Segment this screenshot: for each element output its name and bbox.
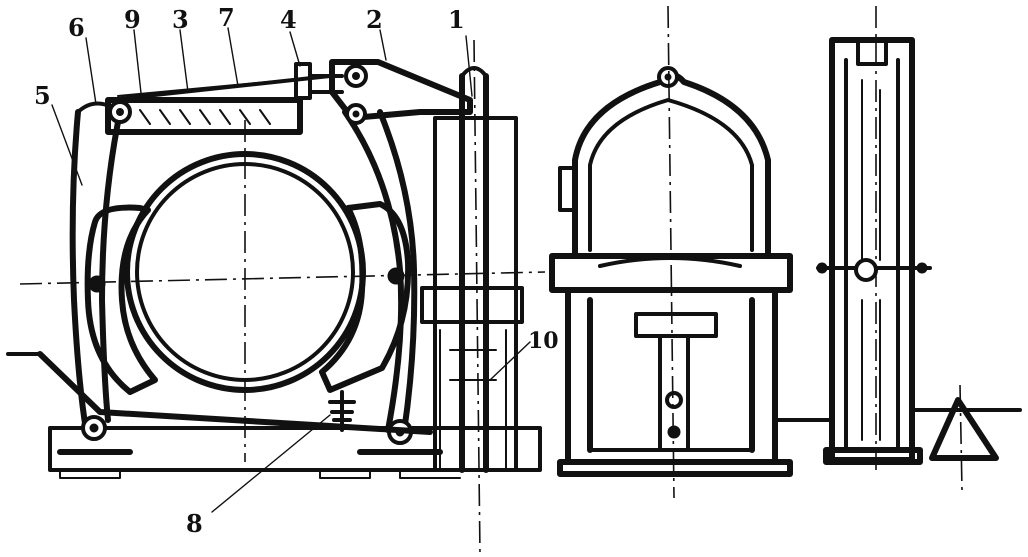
side-base-foot xyxy=(557,459,793,477)
end-inner-plates xyxy=(844,58,900,452)
leader-1 xyxy=(465,35,473,97)
label-6: 6 xyxy=(68,13,85,42)
label-9: 9 xyxy=(124,5,141,34)
end-right-nut xyxy=(916,262,928,274)
horizontal-centerline xyxy=(19,271,546,285)
label-10: 10 xyxy=(528,328,559,354)
side-arc xyxy=(598,256,742,268)
side-frame-inner xyxy=(588,98,754,252)
leader-2 xyxy=(379,29,387,61)
right-brake-arm-inner xyxy=(377,109,418,435)
end-internal-lines xyxy=(861,79,881,441)
label-5: 5 xyxy=(34,81,51,110)
end-weight-centerline xyxy=(959,384,963,491)
leader-3 xyxy=(179,29,189,93)
leader-lines xyxy=(51,27,531,513)
left-brake-arm-outer xyxy=(69,109,89,433)
spring-coils xyxy=(139,109,271,125)
leader-10 xyxy=(489,341,531,381)
base-feet xyxy=(59,469,461,479)
leader-8 xyxy=(211,414,331,513)
label-2: 2 xyxy=(366,5,383,34)
bell-crank-lever xyxy=(329,59,473,121)
pusher-rod xyxy=(459,73,489,473)
pin-left-bottom-center xyxy=(89,423,99,433)
pin-crank-center xyxy=(352,72,360,80)
end-shaft-pin xyxy=(854,258,878,282)
pusher-centerline xyxy=(473,39,481,556)
leader-7 xyxy=(227,27,239,87)
label-4: 4 xyxy=(280,5,297,34)
adjusting-bolt xyxy=(328,390,356,432)
part-labels: 1 2 3 4 5 6 7 8 9 10 xyxy=(34,3,559,538)
end-left-nut xyxy=(816,262,828,274)
label-3: 3 xyxy=(172,5,189,34)
label-7: 7 xyxy=(218,3,235,32)
leader-6 xyxy=(85,37,97,105)
pin-left-shoe xyxy=(88,275,106,293)
side-pin-2 xyxy=(667,425,681,439)
lower-tie-rod xyxy=(37,351,433,435)
side-pusher-head xyxy=(634,312,718,338)
side-lug xyxy=(558,166,578,212)
label-8: 8 xyxy=(186,509,203,538)
leader-5 xyxy=(51,104,83,186)
push-rod-inner xyxy=(117,77,311,97)
leader-4 xyxy=(289,31,301,67)
leader-9 xyxy=(133,29,143,103)
right-brake-shoe xyxy=(319,201,412,393)
side-view xyxy=(549,5,793,499)
front-view xyxy=(6,39,546,556)
pusher-cylinder-head xyxy=(420,286,524,324)
pusher-rod-top xyxy=(460,66,488,78)
left-brake-shoe xyxy=(84,204,158,395)
end-base xyxy=(823,447,923,465)
end-view xyxy=(816,6,1022,491)
side-pusher-rod xyxy=(658,334,690,452)
spring-housing-bar xyxy=(105,97,303,135)
end-top-block xyxy=(856,38,888,66)
pin-left-top-center xyxy=(116,108,124,116)
end-weight xyxy=(929,397,999,461)
pusher-cylinder xyxy=(439,329,507,471)
adjusting-nut xyxy=(294,62,312,100)
side-base-top xyxy=(549,253,793,293)
label-1: 1 xyxy=(448,5,465,34)
pin-right-top-center xyxy=(352,110,360,118)
left-brake-arm-inner xyxy=(99,109,123,423)
side-pin-1 xyxy=(665,391,683,409)
side-centerline xyxy=(667,5,675,499)
rod-coupling xyxy=(308,74,344,94)
side-top-pin-center xyxy=(664,73,672,81)
side-legs xyxy=(565,287,778,465)
